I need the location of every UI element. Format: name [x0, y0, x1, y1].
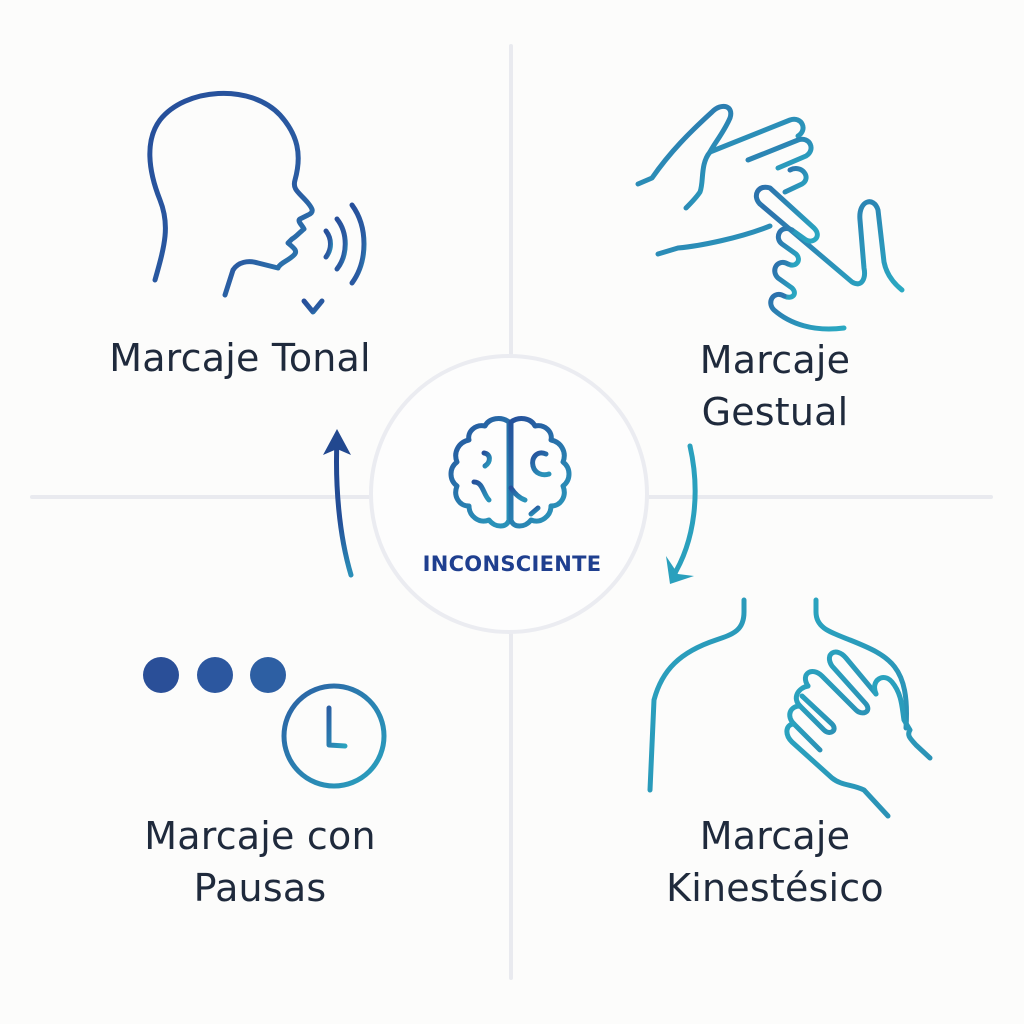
clock-icon: [281, 683, 387, 789]
label-line: Marcaje Tonal: [109, 336, 371, 380]
label-line: Gestual: [701, 390, 849, 434]
label-line: Marcaje: [699, 814, 851, 858]
label-line: Marcaje: [699, 338, 851, 382]
label-line: Marcaje con: [144, 814, 376, 858]
curved-arrow-down-icon: [666, 443, 698, 584]
hand-gesture-icon: [635, 103, 905, 332]
dots-clock-icon: [143, 657, 387, 789]
label-marcaje-con-pausas: Marcaje con Pausas: [100, 810, 420, 914]
speaking-head-icon: [147, 90, 367, 315]
brain-icon: [448, 416, 572, 529]
hand-on-shoulder-icon: [647, 597, 933, 819]
label-marcaje-kinestesico: Marcaje Kinestésico: [620, 810, 930, 914]
center-label: INCONSCIENTE: [422, 552, 602, 576]
label-marcaje-tonal: Marcaje Tonal: [70, 332, 410, 384]
label-line: Kinestésico: [666, 866, 884, 910]
curved-arrow-up-icon: [323, 429, 354, 578]
label-line: Pausas: [193, 866, 327, 910]
label-marcaje-gestual: Marcaje Gestual: [630, 334, 920, 438]
ellipsis-dots-icon: [143, 657, 286, 693]
